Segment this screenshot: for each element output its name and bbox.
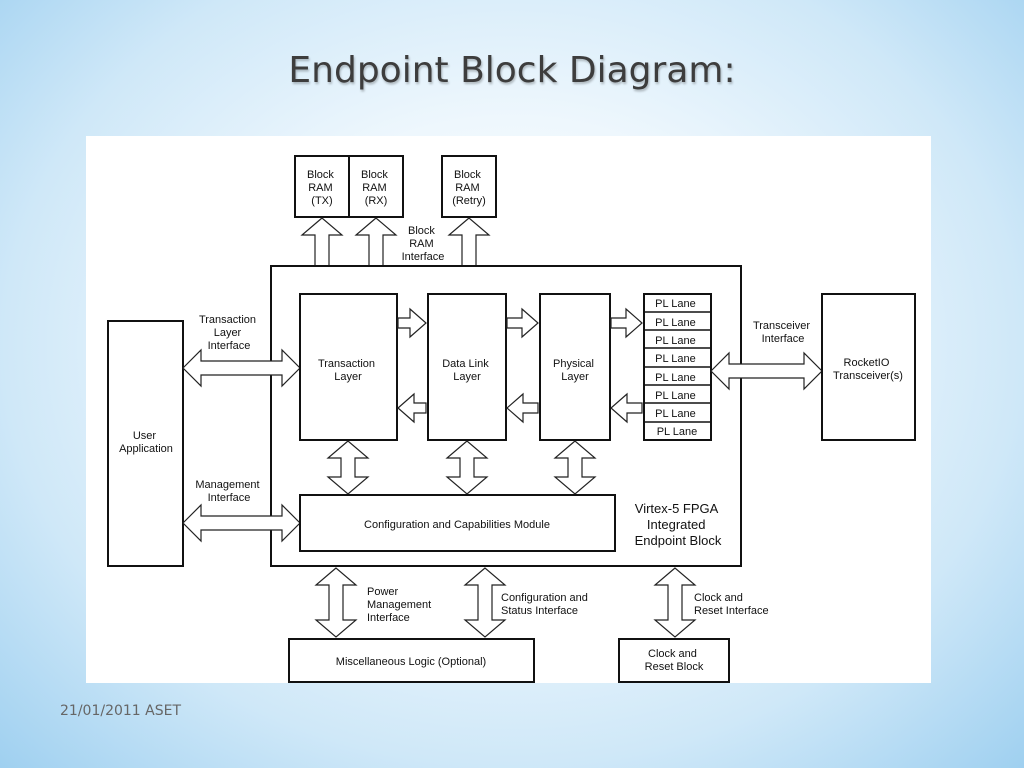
block-ram-rx: Block RAM (RX) [348, 155, 404, 218]
slide-footer: 21/01/2011 ASET [60, 703, 182, 719]
svg-text:Block RAM (TX): Block RAM (TX) [307, 169, 337, 207]
svg-text:Block RAM (RX): Block RAM (RX) [361, 169, 391, 207]
transaction-layer-interface-arrow [182, 348, 301, 388]
svg-text:Miscellaneous Logic (Optional): Miscellaneous Logic (Optional) [336, 656, 486, 668]
pl-lane: PL Lane [655, 408, 696, 420]
phy-to-lanes-arrow [610, 307, 643, 339]
svg-text:Transaction Layer: Transaction Layer [318, 358, 378, 383]
data-link-layer: Data Link Layer [427, 293, 507, 441]
power-mgmt-arrow [314, 567, 358, 638]
block-ram-retry: Block RAM (Retry) [441, 155, 497, 218]
block-ram-interface-label: Block RAM Interface [402, 225, 445, 263]
layer-flow-arrows [397, 307, 643, 424]
pl-lane: PL Lane [657, 426, 698, 438]
config-status-arrow [463, 567, 507, 638]
management-interface-label: Management Interface [195, 479, 262, 504]
transceiver-interface-arrow [710, 351, 823, 391]
fpga-label: Virtex-5 FPGA Integrated Endpoint Block [635, 501, 722, 548]
user-application: User Application [107, 320, 184, 567]
configuration-capabilities-module: Configuration and Capabilities Module [299, 494, 616, 552]
dll-to-phy-arrow [506, 307, 539, 339]
pl-lane: PL Lane [655, 335, 696, 347]
clock-reset-block: Clock and Reset Block [618, 638, 730, 683]
bottom-interface-arrows [314, 567, 697, 638]
config-module-arrows [326, 440, 597, 495]
tl-to-dll-arrow [397, 307, 427, 339]
svg-text:Physical Layer: Physical Layer [553, 358, 597, 383]
svg-text:Clock and Reset Block: Clock and Reset Block [645, 648, 704, 673]
miscellaneous-logic: Miscellaneous Logic (Optional) [288, 638, 535, 683]
phy-to-dll-arrow [506, 392, 539, 424]
clock-reset-arrow [653, 567, 697, 638]
pl-lane: PL Lane [655, 353, 696, 365]
pl-lane: PL Lane [655, 298, 696, 310]
svg-text:Data Link Layer: Data Link Layer [442, 358, 492, 383]
pl-lane: PL Lane [655, 317, 696, 329]
transaction-layer-interface-label: Transaction Layer Interface [199, 314, 259, 352]
endpoint-block-diagram: Block RAM (TX) Block RAM (RX) Block RAM … [107, 155, 916, 683]
transaction-layer: Transaction Layer [299, 293, 398, 441]
power-management-interface-label: Power Management Interface [367, 586, 434, 624]
svg-text:PL Lane PL Lane PL: PL Lane PL Lane PL Lane PL Lane PL Lane … [655, 298, 699, 438]
lanes-to-phy-arrow [610, 392, 643, 424]
svg-text:Block RAM (Retry): Block RAM (Retry) [452, 169, 486, 207]
pl-lane: PL Lane [655, 390, 696, 402]
physical-layer: Physical Layer [539, 293, 611, 441]
config-status-interface-label: Configuration and Status Interface [501, 592, 591, 617]
rocketio-transceiver: RocketIO Transceiver(s) [821, 293, 916, 441]
block-ram-tx: Block RAM (TX) [294, 155, 350, 218]
svg-text:User Application: User Application [119, 430, 173, 455]
transceiver-interface-label: Transceiver Interface [753, 320, 813, 345]
management-interface-arrow [182, 503, 301, 543]
diagram-panel: Block RAM (TX) Block RAM (RX) Block RAM … [86, 136, 931, 683]
pl-lane: PL Lane [655, 372, 696, 384]
clock-reset-interface-label: Clock and Reset Interface [694, 592, 769, 617]
slide-title: Endpoint Block Diagram: [288, 50, 736, 91]
svg-text:RocketIO Transceiver(s): RocketIO Transceiver(s) [833, 357, 903, 382]
pl-lane-stack: PL Lane PL Lane PL Lane PL Lane PL Lane … [643, 293, 712, 441]
dll-to-tl-arrow [397, 392, 427, 424]
svg-text:Configuration and Capabilities: Configuration and Capabilities Module [364, 519, 550, 531]
